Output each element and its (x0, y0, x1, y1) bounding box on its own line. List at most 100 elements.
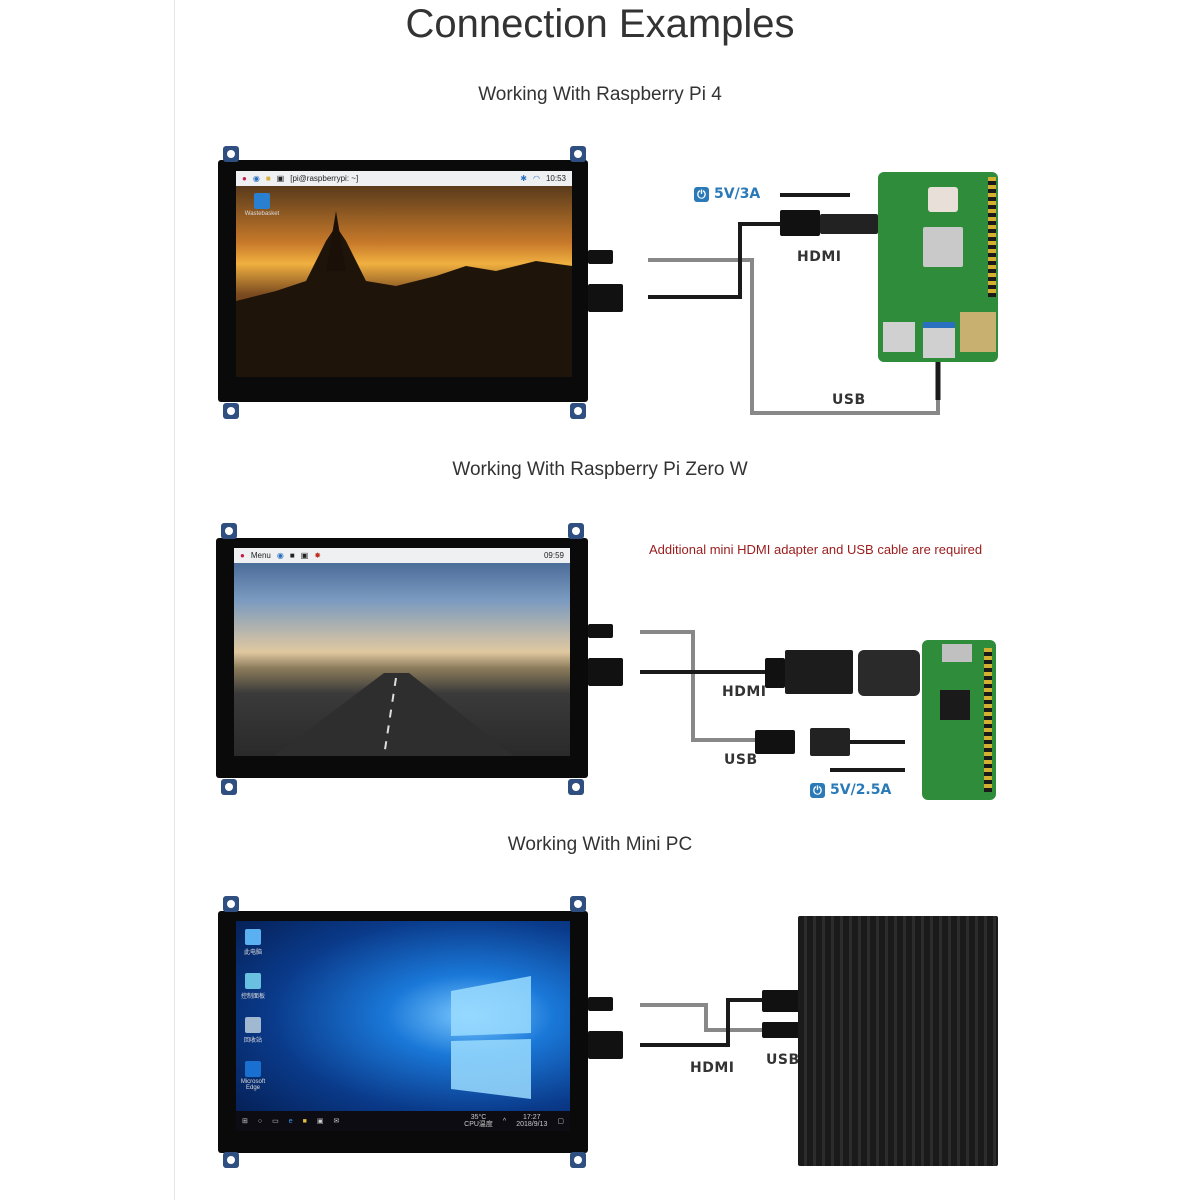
monitor-port-usb (588, 624, 613, 638)
bracket-tl (223, 896, 239, 912)
section-title-pizero: Working With Raspberry Pi Zero W (452, 459, 748, 480)
monitor-port-hdmi (588, 1031, 623, 1059)
tray-chevron-icon[interactable]: ^ (502, 1117, 507, 1125)
trash-icon (254, 193, 270, 209)
usb-label-pi4: USB (832, 392, 866, 408)
adapter-note: Additional mini HDMI adapter and USB cab… (649, 542, 983, 557)
bracket-tr (570, 146, 586, 162)
hdmi-label-minipc: HDMI (690, 1060, 735, 1076)
usb-otg-plug (810, 728, 850, 756)
desktop-icon-edge[interactable]: Microsoft Edge (238, 1061, 268, 1091)
power-value: 5V/3A (714, 186, 761, 202)
hdmi-plug-minipc (762, 990, 800, 1012)
page-left-rule (174, 0, 175, 1200)
menu-button[interactable]: Menu (250, 551, 271, 560)
globe-icon[interactable]: ◉ (252, 174, 260, 183)
pizero-sd (942, 644, 972, 662)
settings-icon[interactable]: ✸ (314, 551, 321, 560)
desktop-icon-this-pc[interactable]: 此电脑 (238, 929, 268, 956)
hdmi-female-adapter (785, 650, 853, 694)
bracket-bl (223, 403, 239, 419)
bracket-br (570, 1152, 586, 1168)
monitor-pi4: ● ◉ ■ ▣ [pi@raspberrypi: ~] ✱ ◠ 10:53 Wa… (218, 160, 623, 402)
desktop-icon-label: Wastebasket (244, 211, 280, 217)
raspberry-icon[interactable]: ● (240, 551, 245, 560)
terminal-icon[interactable]: ▣ (276, 174, 285, 183)
temple-silhouette (236, 211, 572, 377)
mini-hdmi-adapter (858, 650, 920, 696)
monitor-minipc: 此电脑 控制面板 回收站 Microsoft Edge ⊞ ○ ▭ e ■ ▣ … (218, 911, 623, 1153)
computer-icon (245, 929, 261, 945)
mail-icon[interactable]: ✉ (333, 1118, 340, 1125)
pi-taskbar: ● ◉ ■ ▣ [pi@raspberrypi: ~] ✱ ◠ 10:53 (236, 171, 572, 186)
desktop-icon-label: 回收站 (243, 1038, 262, 1044)
monitor-port-usb (588, 997, 613, 1011)
bracket-tr (568, 523, 584, 539)
bracket-br (568, 779, 584, 795)
bracket-tl (223, 146, 239, 162)
usb-label-minipc: USB (766, 1052, 800, 1068)
hdmi-plug-pi4 (780, 210, 820, 236)
pi4-logo-area (928, 187, 958, 212)
power-icon: ⏻ (810, 782, 825, 798)
folder-icon[interactable]: ■ (302, 1117, 307, 1125)
page-title: Connection Examples (405, 2, 795, 46)
terminal-window-label[interactable]: [pi@raspberrypi: ~] (290, 174, 359, 183)
screen-pi4: ● ◉ ■ ▣ [pi@raspberrypi: ~] ✱ ◠ 10:53 Wa… (236, 171, 572, 377)
cpu-temp-label: CPU温度 (464, 1121, 493, 1128)
folder-icon[interactable]: ■ (289, 551, 295, 560)
terminal-icon[interactable]: ▣ (300, 551, 309, 560)
usb-label-pizero: USB (724, 752, 758, 768)
screen-minipc: 此电脑 控制面板 回收站 Microsoft Edge ⊞ ○ ▭ e ■ ▣ … (236, 921, 570, 1131)
raspberry-pi-4-board (878, 172, 998, 362)
taskbar-clock: 10:53 (545, 174, 566, 183)
monitor-port-hdmi (588, 284, 623, 312)
edge-icon[interactable]: e (288, 1117, 293, 1125)
desktop-icon-label: Microsoft Edge (240, 1079, 266, 1091)
wifi-icon[interactable]: ◠ (532, 174, 540, 183)
bracket-bl (223, 1152, 239, 1168)
windows-logo-icon (451, 976, 531, 1099)
edge-icon (245, 1061, 261, 1077)
pizero-soc (940, 690, 970, 720)
section-title-pi4: Working With Raspberry Pi 4 (478, 84, 722, 105)
folder-icon[interactable]: ■ (265, 174, 271, 183)
power-icon: ⏻ (694, 186, 709, 202)
clock-date: 2018/9/13 (516, 1121, 548, 1128)
desktop-icon-wastebasket[interactable]: Wastebasket (242, 193, 282, 217)
pi4-ethernet (960, 312, 996, 352)
monitor-port-hdmi (588, 658, 623, 686)
task-view-icon[interactable]: ▭ (272, 1118, 279, 1125)
power-label-pizero: ⏻ 5V/2.5A (810, 782, 891, 798)
pi4-soc (923, 227, 963, 267)
start-button[interactable]: ⊞ (242, 1118, 248, 1125)
hdmi-label-pizero: HDMI (722, 684, 767, 700)
screen-pizero: ● Menu ◉ ■ ▣ ✸ 09:59 (234, 548, 570, 756)
pi4-usb2 (883, 322, 915, 352)
monitor-pizero: ● Menu ◉ ■ ▣ ✸ 09:59 (216, 538, 623, 778)
road-scene (274, 673, 514, 756)
bluetooth-icon[interactable]: ✱ (520, 174, 527, 183)
clock-time: 17:27 (523, 1114, 541, 1121)
desktop-icon-recycle-bin[interactable]: 回收站 (238, 1017, 268, 1044)
desktop-icon-label: 此电脑 (243, 950, 262, 956)
search-icon[interactable]: ○ (257, 1117, 263, 1125)
desktop-icon-control-panel[interactable]: 控制面板 (238, 973, 268, 1000)
raspberry-pi-zero-board (922, 640, 996, 800)
hdmi-plug-pizero (765, 658, 785, 688)
usb-plug-minipc (762, 1022, 800, 1038)
raspberry-icon[interactable]: ● (242, 174, 247, 183)
monitor-port-usb (588, 250, 613, 264)
globe-icon[interactable]: ◉ (276, 551, 284, 560)
bracket-bl (221, 779, 237, 795)
hdmi-adapter-pi4 (820, 214, 878, 234)
notification-icon[interactable]: ▢ (557, 1118, 564, 1125)
control-panel-icon (245, 973, 261, 989)
mini-pc-case (798, 916, 998, 1166)
store-icon[interactable]: ▣ (316, 1118, 324, 1125)
